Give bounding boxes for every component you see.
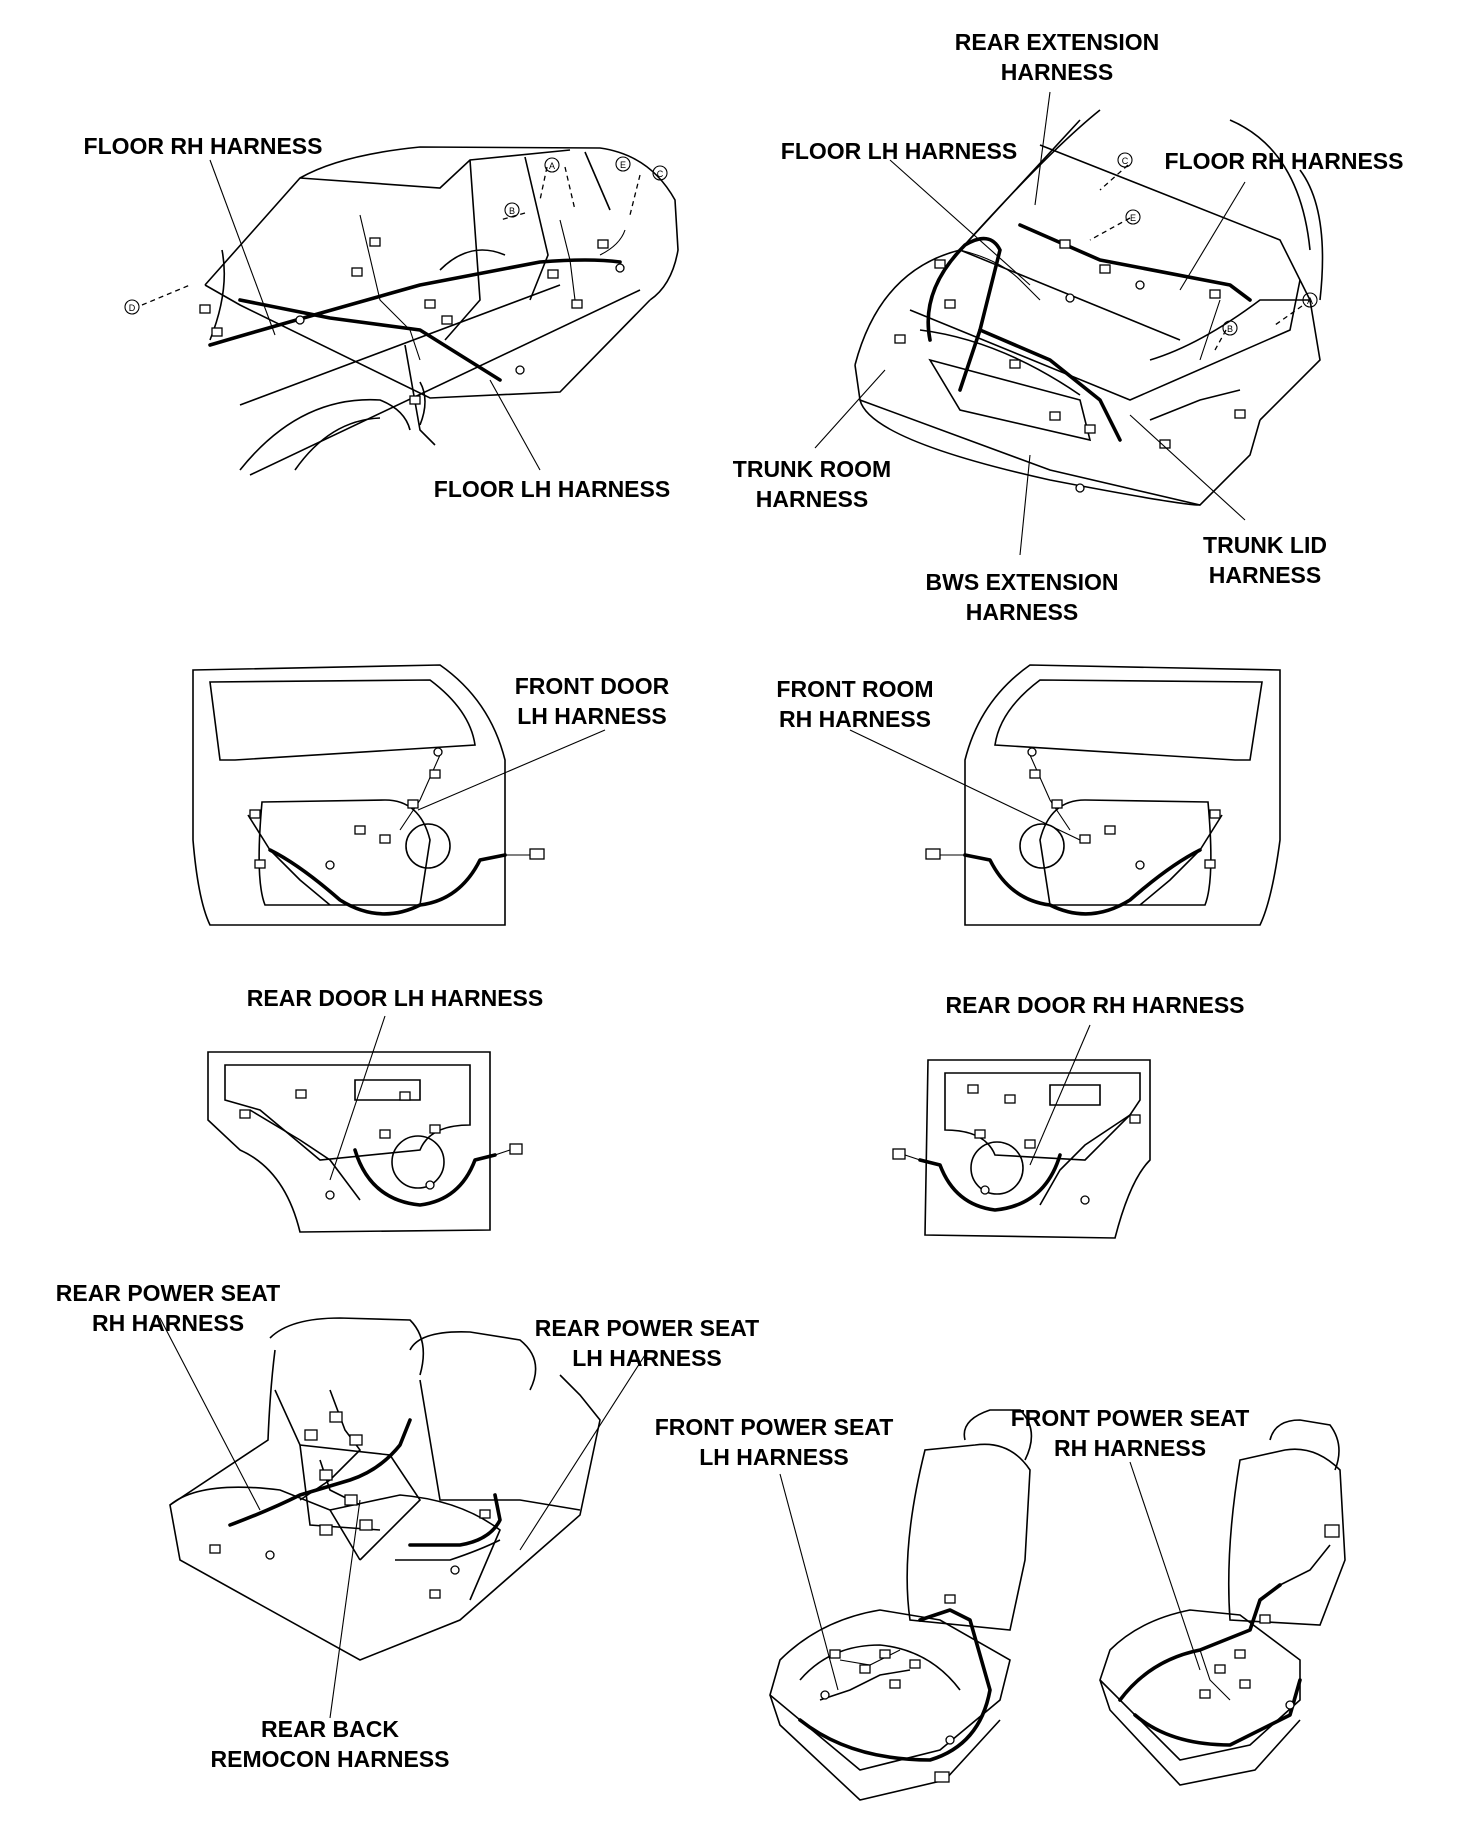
label-rear-power-seat-lh-harness: REAR POWER SEAT LH HARNESS [534, 1315, 760, 1371]
leader-lines [159, 91, 1246, 1719]
marker-d-text: D [129, 303, 136, 313]
label-rear-back-remocon-harness: REAR BACK REMOCON HARNESS [210, 1716, 450, 1772]
marker-b-side: B [504, 202, 520, 218]
label-front-power-seat-lh-harness: FRONT POWER SEAT LH HARNESS [654, 1414, 894, 1470]
rear-door-lh-view [207, 1051, 523, 1233]
rear-seat-view [169, 1317, 601, 1661]
marker-a-side: A [544, 157, 560, 173]
label-trunk-lid-harness: TRUNK LID HARNESS [1203, 532, 1327, 588]
label-floor-lh-harness-right: FLOOR LH HARNESS [780, 138, 1018, 164]
marker-e-side: E [615, 156, 631, 172]
label-trunk-room-harness: TRUNK ROOM HARNESS [732, 456, 892, 512]
front-seat-lh-view [769, 1409, 1033, 1801]
front-door-rh-view [925, 664, 1281, 926]
label-floor-rh-harness-right: FLOOR RH HARNESS [1164, 148, 1404, 174]
marker-c-side-text: C [657, 169, 664, 179]
label-front-door-lh-harness: FRONT DOOR LH HARNESS [514, 673, 670, 729]
label-rear-extension-harness: REAR EXTENSION HARNESS [954, 29, 1160, 85]
label-rear-power-seat-rh-harness: REAR POWER SEAT RH HARNESS [55, 1280, 281, 1336]
marker-c-side: C [652, 165, 668, 181]
label-floor-lh-harness-left: FLOOR LH HARNESS [433, 476, 671, 502]
marker-a-text: A [1307, 296, 1313, 306]
rear-door-rh-view [892, 1059, 1151, 1239]
label-rear-door-rh-harness: REAR DOOR RH HARNESS [945, 992, 1245, 1018]
marker-e-rear: E [1125, 209, 1141, 225]
marker-b-side-text: B [509, 206, 515, 216]
label-rear-door-lh-harness: REAR DOOR LH HARNESS [246, 985, 544, 1011]
marker-b-text: B [1227, 324, 1233, 334]
marker-c-text: C [1122, 156, 1129, 166]
marker-a-rear: A [1302, 292, 1318, 308]
marker-b-rear: B [1222, 320, 1238, 336]
label-front-room-rh-harness: FRONT ROOM RH HARNESS [776, 676, 934, 732]
marker-d-side: D [124, 299, 140, 315]
label-bws-extension-harness: BWS EXTENSION HARNESS [925, 569, 1119, 625]
front-seat-rh-view [1099, 1419, 1346, 1786]
label-front-power-seat-rh-harness: FRONT POWER SEAT RH HARNESS [1010, 1405, 1250, 1461]
marker-e-text: E [1130, 213, 1136, 223]
marker-e-side-text: E [620, 160, 626, 170]
label-floor-rh-harness-left: FLOOR RH HARNESS [83, 133, 323, 159]
marker-c-rear: C [1117, 152, 1133, 168]
car-rear-view [854, 109, 1324, 506]
marker-a-side-text: A [549, 161, 555, 171]
front-door-lh-view [192, 664, 545, 926]
car-side-view [141, 146, 679, 476]
